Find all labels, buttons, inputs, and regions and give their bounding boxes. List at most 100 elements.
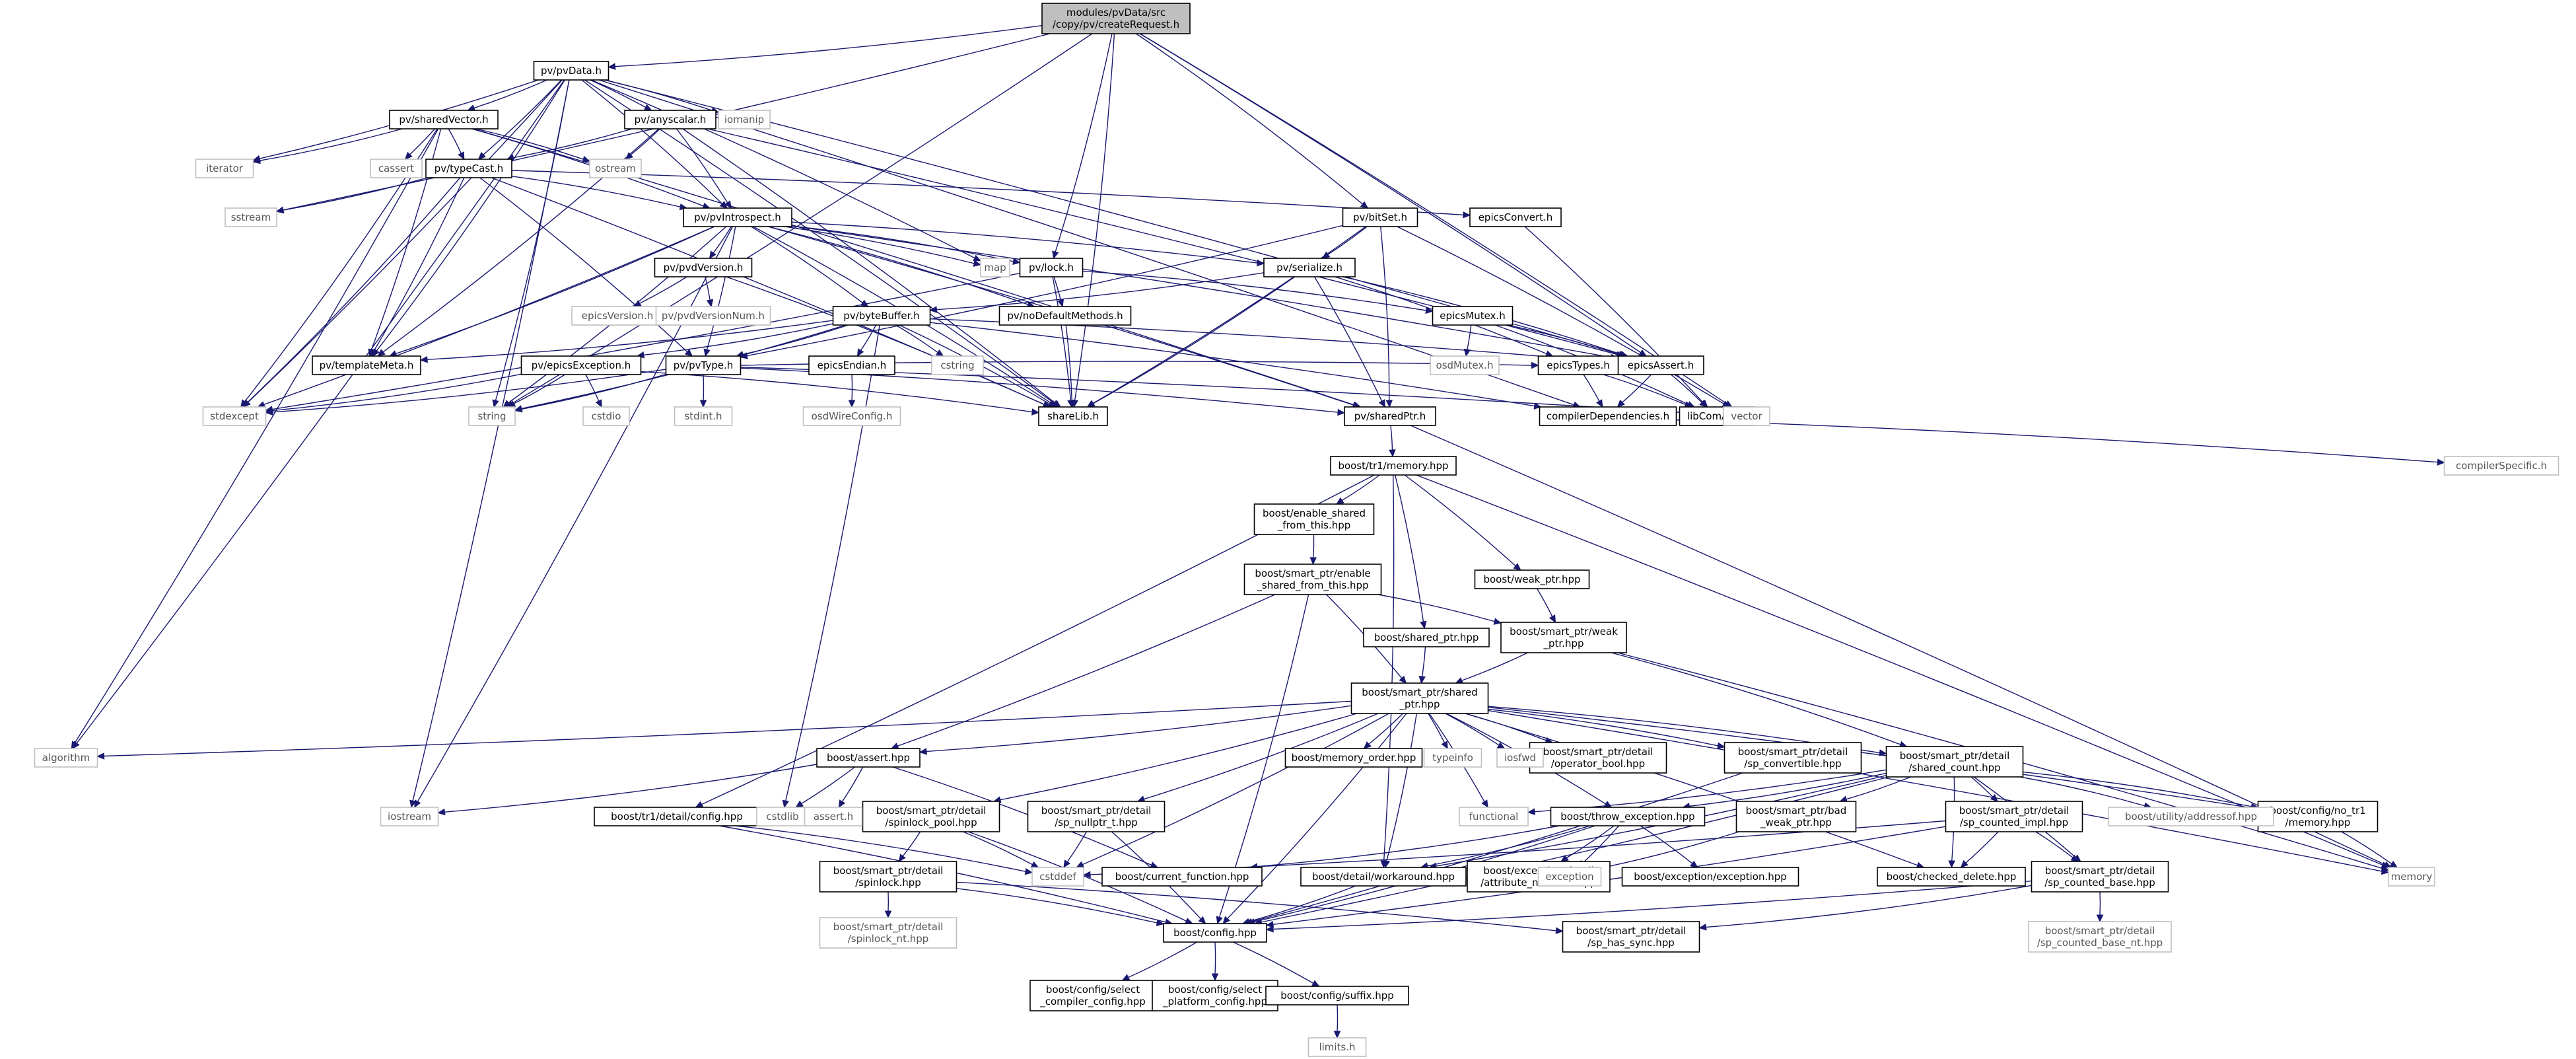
graph-node-noDefaultMethods[interactable]: pv/noDefaultMethods.h [998, 306, 1132, 326]
graph-node-currentFunction[interactable]: boost/current_function.hpp [1101, 867, 1263, 887]
graph-node-epicsTypes[interactable]: epicsTypes.h [1537, 355, 1619, 375]
graph-node-weakPtr[interactable]: boost/weak_ptr.hpp [1474, 569, 1590, 589]
node-box [1265, 986, 1409, 1005]
graph-node-enableSharedFromThis[interactable]: boost/enable_shared_from_this.hpp [1253, 503, 1375, 535]
arrow-head-icon [856, 348, 864, 357]
edge-line [1426, 825, 1591, 867]
graph-node-tr1memory[interactable]: boost/tr1/memory.hpp [1330, 456, 1457, 476]
graph-node-checkedDelete[interactable]: boost/checked_delete.hpp [1877, 867, 2026, 887]
node-label: boost/detail/workaround.hpp [1312, 871, 1455, 883]
graph-node-epicsConvert[interactable]: epicsConvert.h [1469, 207, 1562, 227]
arrow-head-icon [1948, 860, 1955, 869]
edge-root-to-epicsAssert [1139, 33, 1648, 357]
node-box [582, 406, 630, 426]
graph-node-shareLib[interactable]: shareLib.h [1038, 406, 1108, 426]
edge-line [1272, 880, 2032, 930]
graph-node-epicsException[interactable]: pv/epicsException.h [520, 355, 642, 375]
arrow-head-icon [973, 260, 982, 267]
node-label: sstream [231, 211, 271, 223]
graph-node-selectCompiler[interactable]: boost/config/select_compiler_config.hpp [1029, 980, 1156, 1011]
edge-pvdVersion-to-pvdVersionNum [705, 276, 714, 308]
node-box [1500, 622, 1627, 653]
node-label: pv/pvdVersionNum.h [662, 310, 765, 322]
edge-line [1248, 885, 1356, 922]
arrow-head-icon [699, 400, 707, 408]
graph-node-cassert: cassert [370, 159, 423, 178]
graph-node-tr1config[interactable]: boost/tr1/detail/config.hpp [594, 807, 760, 826]
arrow-head-icon [419, 355, 428, 363]
edge-pvData-to-string [492, 79, 570, 408]
graph-node-anyscalar[interactable]: pv/anyscalar.h [624, 110, 716, 129]
arrow-head-icon [1527, 808, 1536, 815]
edge-boostConfig-to-suffix [1233, 941, 1320, 987]
node-label: _ptr.hpp [1399, 698, 1440, 711]
graph-node-epicsMutex[interactable]: epicsMutex.h [1432, 306, 1514, 326]
graph-node-spCountedImpl[interactable]: boost/smart_ptr/detail/sp_counted_impl.h… [1945, 801, 2083, 832]
node-box [1621, 867, 1799, 887]
graph-node-templateMeta[interactable]: pv/templateMeta.h [312, 355, 421, 375]
graph-node-bitSet[interactable]: pv/bitSet.h [1342, 207, 1418, 227]
graph-node-noTr1Memory[interactable]: boost/config/no_tr1/memory.hpp [2257, 801, 2379, 832]
graph-node-spinlock[interactable]: boost/smart_ptr/detail/spinlock.hpp [819, 861, 957, 893]
edge-pvIntrospect-to-map [784, 226, 982, 267]
edge-bitSet-to-sharedPtr [1380, 226, 1393, 408]
graph-node-pvType[interactable]: pv/pvType.h [665, 355, 742, 375]
graph-node-exceptionHpp[interactable]: boost/exception/exception.hpp [1621, 867, 1799, 887]
graph-node-spConvertible[interactable]: boost/smart_ptr/detail/sp_convertible.hp… [1723, 742, 1862, 774]
edge-line [2035, 831, 2074, 859]
edge-pvType-to-stdint [699, 374, 707, 408]
graph-node-serialize[interactable]: pv/serialize.h [1263, 258, 1356, 277]
edge-line [1052, 276, 1072, 402]
graph-node-operatorBool[interactable]: boost/smart_ptr/detail/operator_bool.hpp [1529, 742, 1667, 774]
node-label: pv/serialize.h [1276, 262, 1342, 274]
node-label: osdWireConfig.h [812, 410, 893, 422]
edge-line [1421, 646, 1426, 678]
graph-node-typeCast[interactable]: pv/typeCast.h [425, 159, 512, 178]
graph-node-sharedCount[interactable]: boost/smart_ptr/detail/shared_count.hpp [1885, 746, 2024, 778]
graph-node-selectPlatform[interactable]: boost/config/select_platform_config.hpp [1152, 980, 1278, 1011]
graph-node-epicsEndian[interactable]: epicsEndian.h [808, 355, 895, 375]
graph-node-spEnableShared[interactable]: boost/smart_ptr/enable_shared_from_this.… [1243, 564, 1382, 595]
graph-node-pvData[interactable]: pv/pvData.h [533, 61, 609, 81]
graph-node-sharedVector[interactable]: pv/sharedVector.h [389, 110, 499, 129]
node-box [1885, 746, 2024, 778]
graph-node-workaround[interactable]: boost/detail/workaround.hpp [1300, 867, 1467, 887]
graph-node-epicsAssert[interactable]: epicsAssert.h [1617, 355, 1704, 375]
edge-line [1053, 276, 1062, 301]
edge-line [511, 33, 1093, 404]
node-label: /sp_convertible.hpp [1744, 758, 1841, 770]
graph-node-spHasSync[interactable]: boost/smart_ptr/detail/sp_has_sync.hpp [1562, 921, 1700, 953]
node-label: boost/smart_ptr/shared [1362, 686, 1478, 699]
graph-node-lock[interactable]: pv/lock.h [1019, 258, 1084, 277]
edge-line [511, 176, 681, 208]
edge-line [1705, 885, 2032, 928]
node-label: boost/utility/addressof.hpp [2125, 811, 2257, 822]
arrow-head-icon [1052, 250, 1059, 260]
node-box [571, 306, 664, 326]
graph-node-throwException[interactable]: boost/throw_exception.hpp [1550, 807, 1706, 826]
graph-node-memoryOrder[interactable]: boost/memory_order.hpp [1284, 748, 1423, 768]
graph-node-spSharedPtr[interactable]: boost/smart_ptr/shared_ptr.hpp [1350, 682, 1489, 714]
arrow-head-icon [377, 349, 386, 357]
graph-node-pvIntrospect[interactable]: pv/pvIntrospect.h [683, 207, 792, 227]
graph-node-compilerDependencies[interactable]: compilerDependencies.h [1539, 406, 1677, 426]
graph-node-suffix[interactable]: boost/config/suffix.hpp [1265, 986, 1409, 1005]
graph-node-spWeakPtr[interactable]: boost/smart_ptr/weak_ptr.hpp [1500, 622, 1627, 653]
edge-typeCast-to-pvIntrospect [511, 176, 688, 211]
graph-node-assertHpp[interactable]: boost/assert.hpp [816, 748, 921, 768]
edge-assertHpp-to-currentFunction [892, 766, 1159, 869]
edge-anyscalar-to-ostream [625, 128, 660, 160]
graph-node-pvdVersion[interactable]: pv/pvdVersion.h [654, 258, 753, 277]
graph-node-boostConfig[interactable]: boost/config.hpp [1163, 923, 1267, 943]
graph-node-badWeakPtr[interactable]: boost/smart_ptr/bad_weak_ptr.hpp [1735, 801, 1857, 832]
node-label: boost/smart_ptr/detail [1900, 750, 2010, 762]
graph-node-spCountedBase[interactable]: boost/smart_ptr/detail/sp_counted_base.h… [2031, 861, 2169, 893]
node-box [1101, 867, 1263, 887]
graph-node-spinlockPool[interactable]: boost/smart_ptr/detail/spinlock_pool.hpp [862, 801, 1000, 832]
node-box [998, 306, 1132, 326]
graph-node-root[interactable]: modules/pvData/src/copy/pv/createRequest… [1041, 3, 1191, 34]
graph-node-sharedPtr[interactable]: pv/sharedPtr.h [1344, 406, 1436, 426]
graph-node-spNullptr[interactable]: boost/smart_ptr/detail/sp_nullptr_t.hpp [1027, 801, 1166, 832]
graph-node-sharedPtrHpp[interactable]: boost/shared_ptr.hpp [1363, 628, 1490, 647]
graph-node-byteBuffer[interactable]: pv/byteBuffer.h [832, 306, 931, 326]
